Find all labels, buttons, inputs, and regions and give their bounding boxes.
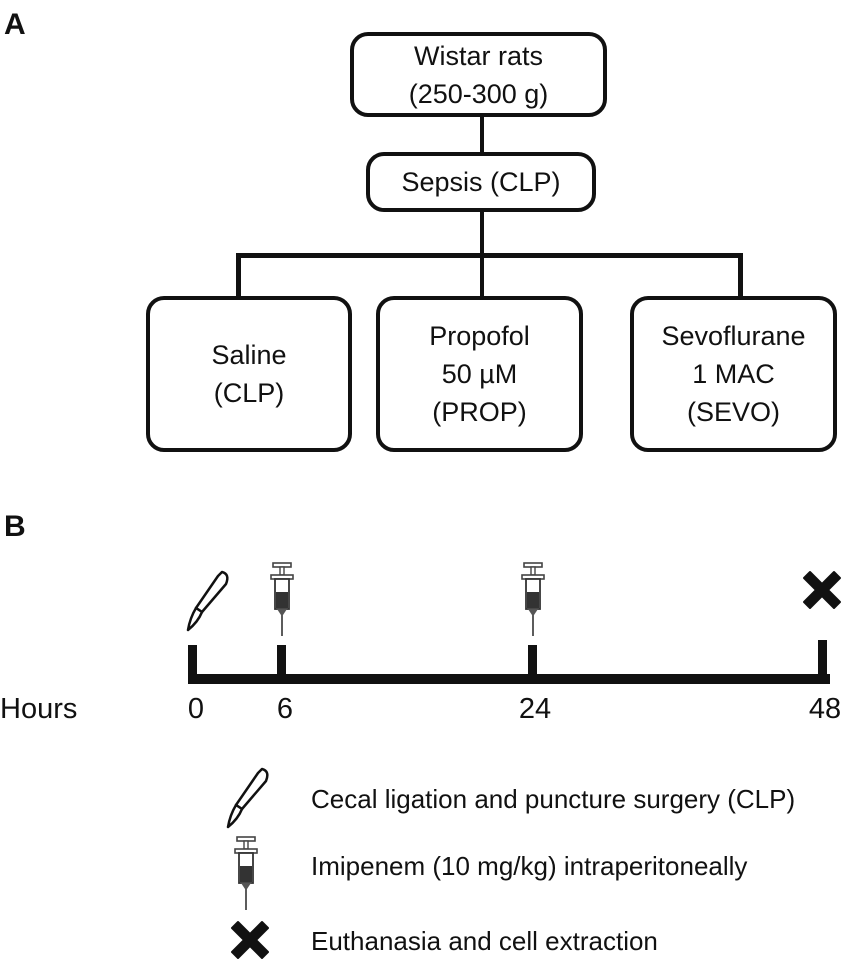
wistar-rats-label: Wistar rats: [413, 40, 543, 71]
syringe-icon: [270, 562, 294, 636]
wistar-rats-weight: (250-300 g): [408, 78, 549, 109]
cross-icon: [803, 571, 841, 609]
sevoflurane-code: (SEVO): [686, 397, 780, 427]
connector-right: [738, 253, 743, 298]
syringe-icon: [521, 562, 545, 636]
timeline-label-24: 24: [518, 693, 552, 725]
propofol-code: (PROP): [432, 397, 527, 427]
propofol-dose: 50 µM: [441, 359, 518, 389]
timeline-label-0: 0: [187, 693, 205, 725]
timeline-tick-0: [188, 645, 197, 684]
cross-icon: [231, 921, 269, 959]
scalpel-icon: [186, 570, 229, 632]
syringe-icon: [234, 836, 258, 910]
sevoflurane-box: Sevoflurane 1 MAC (SEVO): [630, 296, 837, 452]
hours-axis-label: Hours: [0, 693, 78, 725]
sepsis-label: Sepsis (CLP): [401, 167, 561, 197]
saline-label: Saline: [211, 340, 287, 370]
wistar-rats-box: Wistar rats (250-300 g): [350, 32, 607, 117]
sevoflurane-dose: 1 MAC: [692, 359, 775, 389]
timeline-label-6: 6: [276, 693, 294, 725]
propofol-box: Propofol 50 µM (PROP): [376, 296, 583, 452]
legend-text-euthanasia: Euthanasia and cell extraction: [311, 926, 658, 956]
connector-left: [236, 253, 241, 298]
panel-label-b: B: [4, 510, 26, 543]
timeline-tick-6: [277, 645, 286, 684]
sevoflurane-label: Sevoflurane: [661, 321, 806, 351]
connector-branch: [236, 253, 743, 258]
panel-label-a: A: [4, 8, 26, 41]
legend-text-surgery: Cecal ligation and puncture surgery (CLP…: [311, 784, 796, 814]
sepsis-box: Sepsis (CLP): [366, 152, 596, 212]
timeline-tick-48: [818, 640, 827, 684]
timeline-axis: [188, 674, 830, 684]
timeline-tick-24: [528, 645, 537, 684]
connector-top: [480, 117, 484, 153]
scalpel-icon: [226, 767, 269, 829]
timeline-label-48: 48: [808, 693, 842, 725]
connector-trunk: [480, 212, 484, 256]
saline-code: (CLP): [213, 378, 285, 408]
saline-box: Saline (CLP): [146, 296, 352, 452]
connector-middle: [480, 253, 484, 298]
legend-text-imipenem: Imipenem (10 mg/kg) intraperitoneally: [311, 851, 748, 881]
propofol-label: Propofol: [429, 321, 530, 351]
